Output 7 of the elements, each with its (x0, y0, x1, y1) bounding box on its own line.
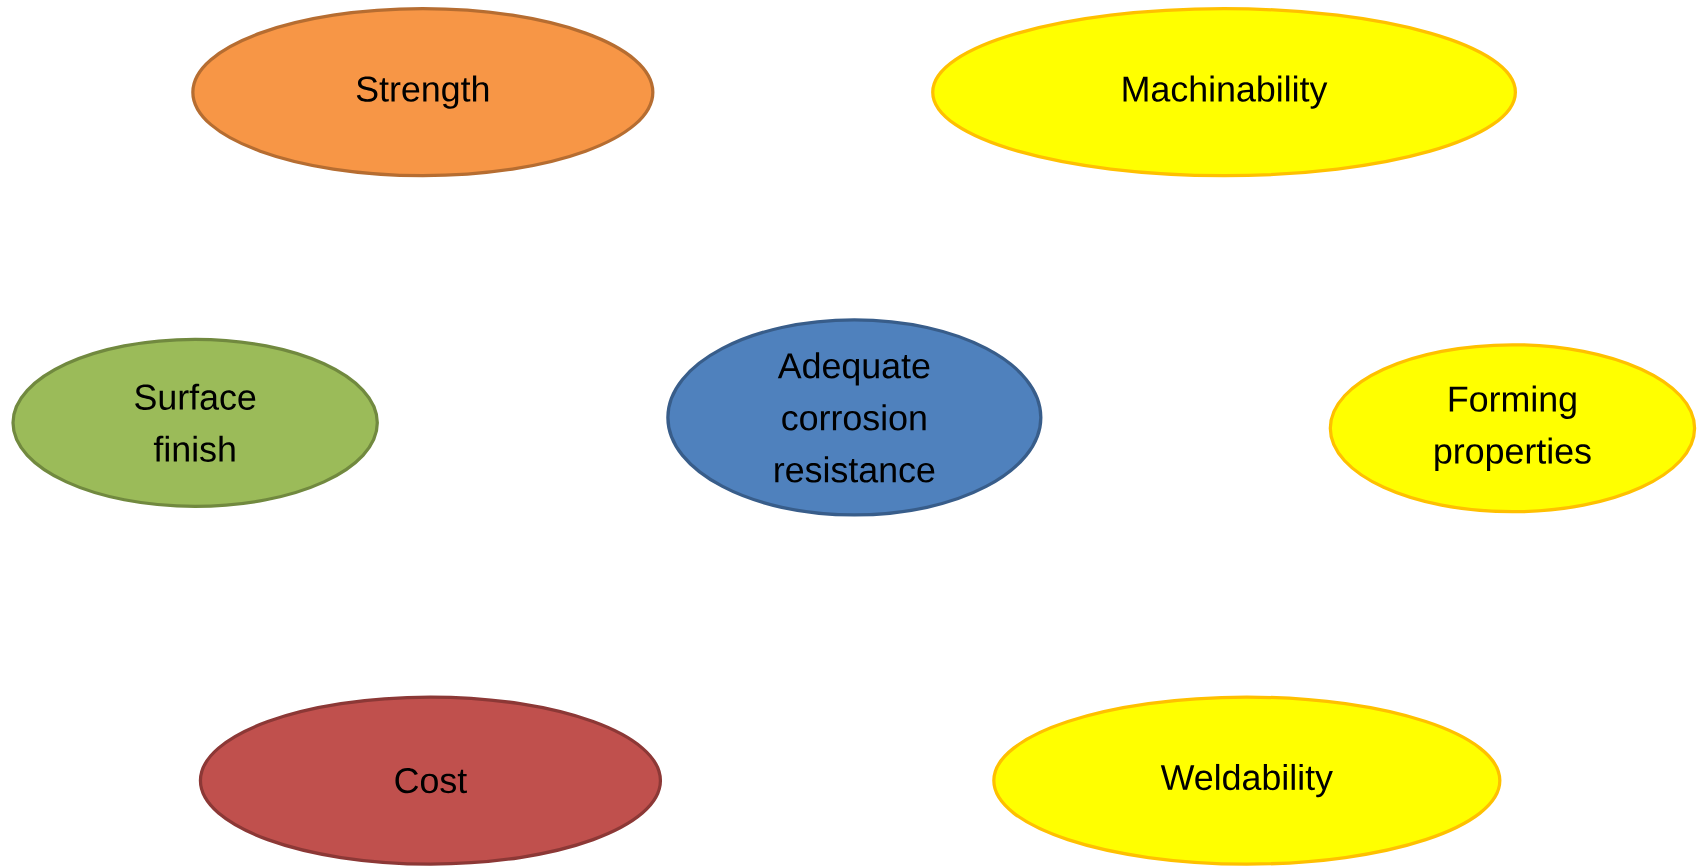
ellipse-node: Cost (198, 695, 663, 866)
ellipse-node: Machinability (931, 6, 1517, 178)
ellipse-node: Adequate corrosion resistance (666, 318, 1043, 517)
ellipse-node: Surface finish (11, 337, 379, 508)
ellipse-node: Strength (191, 6, 655, 178)
ellipse-node: Weldability (992, 695, 1502, 866)
ellipse-node: Forming properties (1328, 342, 1697, 514)
